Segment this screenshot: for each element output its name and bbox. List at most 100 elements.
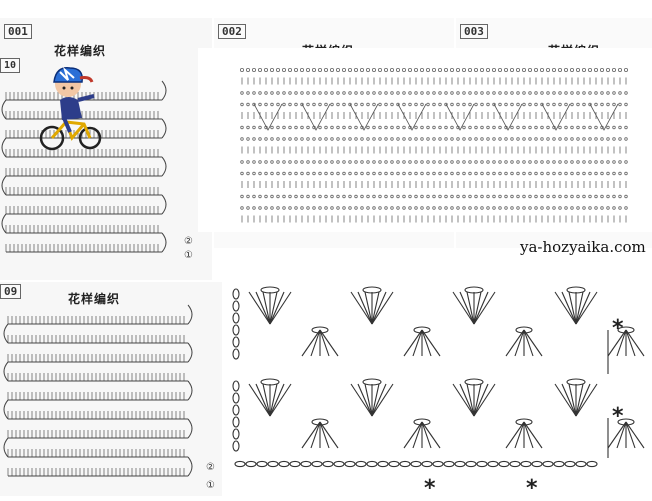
chain-symbol: [618, 137, 622, 141]
chain-oval: [464, 378, 484, 386]
picot-symbol: [545, 67, 550, 72]
chart09-row: [7, 411, 185, 419]
fan-stitch: [452, 291, 475, 325]
chain-symbol: [390, 137, 394, 141]
fan-stitch: [269, 291, 278, 325]
picot-symbol: [485, 67, 490, 72]
chain-symbol: [522, 91, 526, 95]
chart09-row: [7, 373, 185, 381]
chain-symbol: [312, 194, 316, 199]
chain-symbol: [564, 206, 568, 210]
picot-symbol: [587, 67, 592, 72]
picot-symbol: [395, 67, 400, 72]
foundation-chain: [487, 460, 499, 468]
fan-stitch: [466, 291, 475, 325]
chain-symbol: [462, 125, 466, 130]
chain-symbol: [534, 125, 538, 130]
chain-symbol: [264, 102, 268, 107]
chain-symbol: [516, 171, 520, 176]
chain-symbol: [246, 194, 250, 199]
fan-stitch: [248, 291, 271, 325]
foundation-chain: [333, 460, 345, 468]
chain-symbol: [618, 171, 622, 176]
v-stitch: [319, 421, 339, 449]
chain-symbol: [546, 206, 550, 210]
chain-symbol: [342, 102, 346, 107]
chain-symbol: [420, 206, 424, 210]
chain-symbol: [546, 194, 550, 199]
chain-symbol: [528, 206, 532, 210]
chain-symbol: [486, 125, 490, 130]
chain-symbol: [324, 137, 328, 141]
chain-symbol: [282, 206, 286, 210]
chain-symbol: [606, 160, 610, 164]
chart001-turning-chain: [161, 194, 167, 215]
chain-symbol: [456, 137, 460, 141]
chain-symbol: [534, 206, 538, 210]
chain-symbol: [456, 91, 460, 95]
chain-symbol: [552, 194, 556, 199]
fan-stitch: [269, 383, 285, 417]
repeat-marker-lower: *: [612, 404, 624, 429]
chain-symbol: [504, 102, 508, 107]
chain-symbol: [282, 125, 286, 130]
chain-symbol: [300, 125, 304, 130]
chain-symbol: [516, 102, 520, 107]
chain-symbol: [588, 125, 592, 130]
chain-oval: [566, 378, 586, 386]
chain-symbol: [570, 160, 574, 164]
fan-stitch: [269, 383, 278, 417]
fan-stitch: [262, 291, 271, 325]
chain-symbol: [372, 160, 376, 164]
fan-stitch: [452, 383, 475, 417]
chain-symbol: [318, 137, 322, 141]
chain-symbol: [252, 206, 256, 210]
chain-symbol: [252, 194, 256, 199]
chain-symbol: [396, 160, 400, 164]
picot-symbol: [270, 67, 275, 72]
chain-symbol: [480, 137, 484, 141]
v-stitch: [319, 329, 330, 357]
picot-symbol: [240, 67, 245, 72]
chain-symbol: [606, 137, 610, 141]
chain-symbol: [426, 102, 430, 107]
chain-symbol: [540, 206, 544, 210]
chain-symbol: [552, 171, 556, 176]
chain-symbol: [492, 160, 496, 164]
repeat-marker-bottom-left: *: [424, 476, 436, 501]
chart001-turning-chain: [1, 137, 7, 158]
picot-symbol: [473, 67, 478, 72]
picot-symbol: [533, 67, 538, 72]
chain-symbol: [570, 137, 574, 141]
turning-chain: [232, 428, 240, 440]
chain-symbol: [444, 160, 448, 164]
chain-symbol: [372, 137, 376, 141]
chain-symbol: [618, 91, 622, 95]
picot-symbol: [264, 67, 269, 72]
chain-symbol: [612, 137, 616, 141]
chain-symbol: [396, 171, 400, 176]
chain-symbol: [474, 171, 478, 176]
chain-symbol: [348, 160, 352, 164]
v-stitch: [616, 421, 627, 449]
foundation-chain: [300, 460, 312, 468]
picot-symbol: [252, 67, 257, 72]
chain-symbol: [384, 125, 388, 130]
picot-symbol: [461, 67, 466, 72]
chain-symbol: [546, 102, 550, 107]
chain-symbol: [354, 91, 358, 95]
chain-symbol: [594, 91, 598, 95]
fan-symbol: [589, 103, 619, 131]
chain-symbol: [414, 125, 418, 130]
picot-symbol: [593, 67, 598, 72]
chain-symbol: [504, 206, 508, 210]
picot-symbol: [575, 67, 580, 72]
row-marker-2: ②: [184, 236, 193, 247]
chain-symbol: [516, 194, 520, 199]
fan-stitch: [364, 383, 373, 417]
turning-chain: [232, 348, 240, 360]
chain-symbol: [420, 194, 424, 199]
picot-symbol: [300, 67, 305, 72]
chain-symbol: [378, 125, 382, 130]
chain-symbol: [414, 171, 418, 176]
